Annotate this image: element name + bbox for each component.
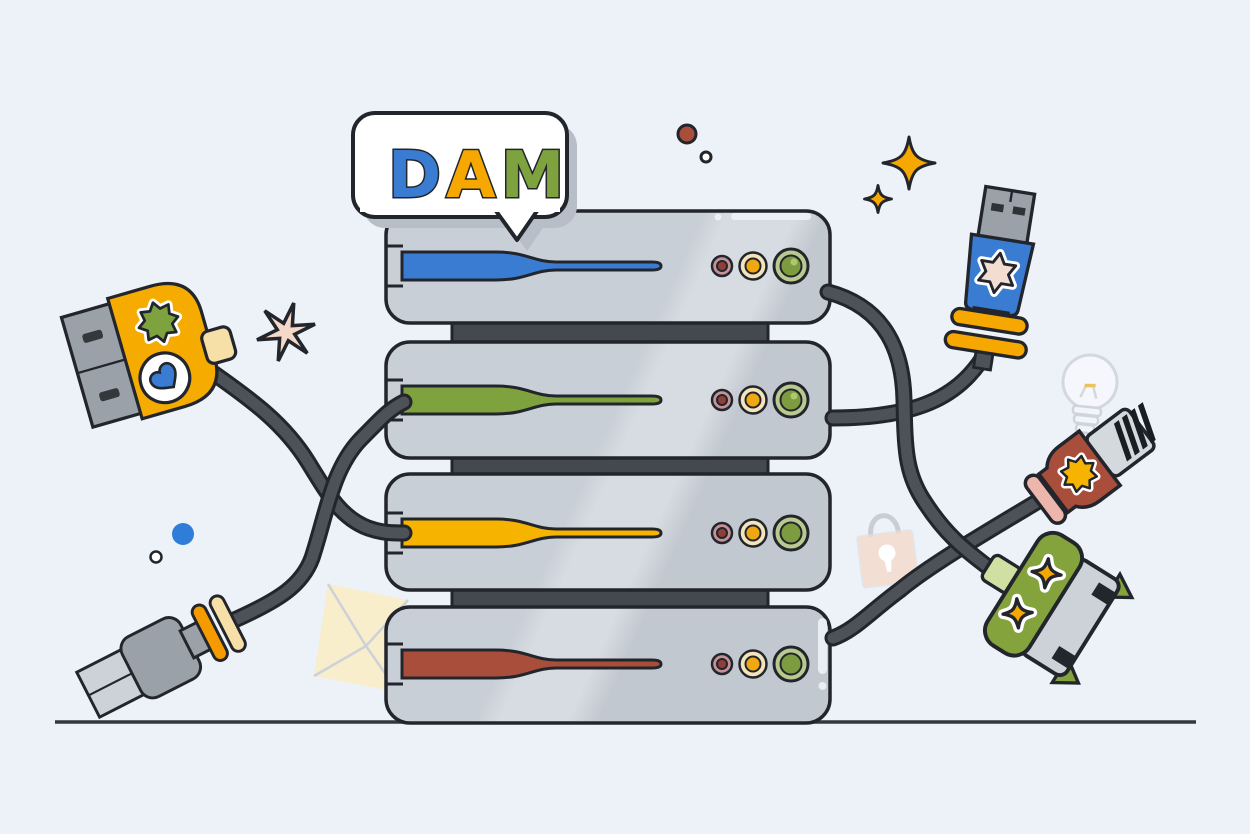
- small-white-circle: [699, 150, 713, 164]
- server-unit-2: [384, 340, 832, 460]
- slot-red: [400, 648, 663, 680]
- sparkle-small-icon: [863, 184, 893, 214]
- pink-starburst-icon: [256, 302, 316, 362]
- led-cluster-2: [710, 381, 810, 419]
- brown-dot: [676, 123, 698, 145]
- slot-yellow: [400, 517, 663, 549]
- connector-blue-usb: [943, 184, 1037, 372]
- led-cluster-4: [710, 645, 810, 683]
- led-cluster-3: [710, 514, 810, 552]
- server-unit-1: [384, 209, 832, 325]
- vent-strip-right: [818, 618, 827, 674]
- server-unit-4: [384, 605, 832, 725]
- led-cluster-1: [710, 247, 810, 285]
- connector-gray-usb-plug: [74, 594, 247, 720]
- padlock-icon: [856, 513, 920, 589]
- speech-bubble: DAM: [351, 111, 569, 242]
- connector-yellow-adapter: [59, 281, 238, 430]
- small-white-circle-left: [149, 550, 163, 564]
- cable-grayplug-to-unit2: [221, 393, 413, 631]
- server-rack: [384, 209, 832, 725]
- blue-dot: [172, 523, 194, 545]
- sparkle-big-icon: [881, 135, 937, 191]
- bubble-title: DAM: [388, 139, 569, 213]
- blue-plug-badge: [138, 351, 192, 405]
- vent-strip: [731, 213, 811, 220]
- server-unit-3: [384, 472, 832, 592]
- pink-star-badge: [974, 248, 1021, 297]
- connector-red-lightning: [1023, 402, 1156, 525]
- slot-blue: [400, 250, 663, 282]
- cable-unit1-to-green: [819, 283, 1011, 587]
- x-sparkle-badge: [1027, 553, 1067, 593]
- x-sparkle-badge-2: [998, 593, 1038, 633]
- cable-red-to-unit4: [824, 491, 1049, 647]
- yellow-star-badge: [1057, 452, 1101, 496]
- green-star-badge: [134, 298, 183, 346]
- slot-green: [400, 384, 663, 416]
- connector-green-wide: [980, 530, 1135, 685]
